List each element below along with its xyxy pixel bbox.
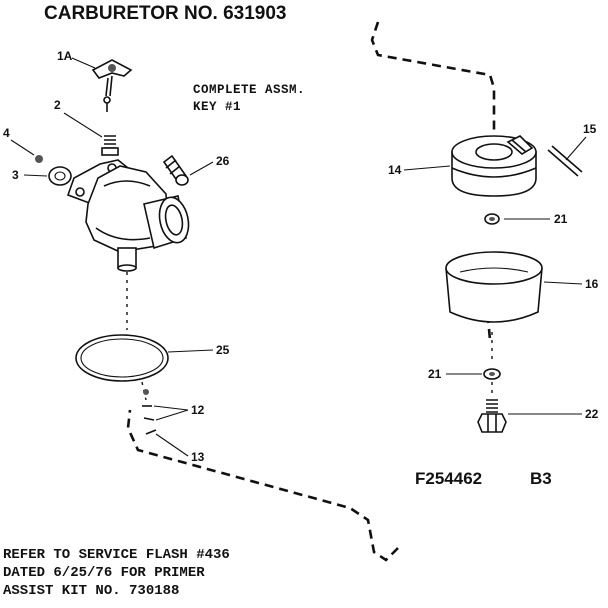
callout-14: 14	[388, 163, 402, 177]
callout-26: 26	[216, 154, 230, 168]
leader-15	[565, 136, 587, 161]
callout-13: 13	[191, 450, 205, 464]
callout-22: 22	[585, 407, 599, 421]
figure-code: B3	[530, 469, 552, 488]
callout-21-lower: 21	[428, 367, 442, 381]
leader-26	[189, 161, 214, 176]
diagram-title: CARBURETOR NO. 631903	[44, 3, 287, 24]
figure-number: F254462	[415, 469, 482, 488]
callout-21-upper: 21	[554, 212, 568, 226]
part-3-washer	[48, 166, 72, 186]
leader-12	[153, 405, 189, 421]
leader-14	[403, 165, 451, 171]
assembly-note-line1: COMPLETE ASSM.	[193, 83, 305, 97]
callout-1a: 1A	[57, 49, 73, 63]
leader-16	[543, 281, 583, 285]
leader-13	[155, 433, 189, 457]
callout-2: 2	[54, 98, 61, 112]
callout-12: 12	[191, 403, 205, 417]
part-2-spring	[101, 135, 119, 156]
callout-3: 3	[12, 168, 19, 182]
leader-25	[167, 349, 214, 353]
part-26-fitting	[162, 154, 189, 186]
part-1a-primer-lever	[91, 59, 133, 112]
part-25-gasket	[75, 334, 169, 382]
leader-1a	[71, 57, 96, 69]
callout-25: 25	[216, 343, 230, 357]
part-14-float	[451, 135, 537, 197]
callout-4: 4	[3, 126, 10, 140]
service-note-line1: REFER TO SERVICE FLASH #436	[3, 547, 230, 563]
assembly-note-line2: KEY #1	[193, 100, 241, 114]
service-note-line3: ASSIST KIT NO. 730188	[3, 583, 179, 599]
part-carburetor-body	[66, 159, 190, 272]
callout-15: 15	[583, 122, 597, 136]
leader-3	[23, 174, 48, 177]
part-22-bowl-nut	[477, 399, 507, 433]
part-15-hinge-pin	[547, 149, 579, 177]
part-4-plug	[35, 155, 43, 163]
leader-2	[63, 112, 103, 138]
part-16-float-bowl	[445, 251, 543, 323]
callout-16: 16	[585, 277, 599, 291]
service-note-line2: DATED 6/25/76 FOR PRIMER	[3, 565, 205, 581]
leader-4	[10, 139, 35, 156]
part-13-pin	[145, 429, 157, 435]
part-12-small-parts	[142, 389, 155, 421]
